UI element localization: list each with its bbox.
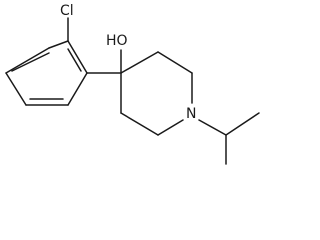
chemical-structure-diagram: Cl HO N [5,3,260,165]
piperidine-ring [120,51,193,136]
nitrogen-atom-label: N [186,106,196,122]
bond-c3-c4 [67,72,88,106]
bond-c5-c6 [5,72,27,106]
bond-c6-c5-piperidine [120,112,159,136]
bond-c1-c2 [48,40,69,49]
aromatic-inner-bond-1 [67,48,82,72]
bond-c6-c1 [5,47,50,74]
bond-c4-c3-piperidine [120,51,159,74]
bond-n-c6-piperidine [157,119,184,136]
chlorine-atom-label: Cl [60,3,74,19]
bond-c2-c3 [67,40,88,74]
chlorophenyl-ring [5,40,88,106]
aromatic-inner-bond-3 [11,52,50,72]
bond-c3-c2-piperidine [157,51,193,74]
bond-ch-ch3-upper [225,112,260,136]
bond-n-ch [198,119,227,136]
isopropyl-group [198,112,260,165]
hydroxyl-group-label: HO [106,33,128,49]
